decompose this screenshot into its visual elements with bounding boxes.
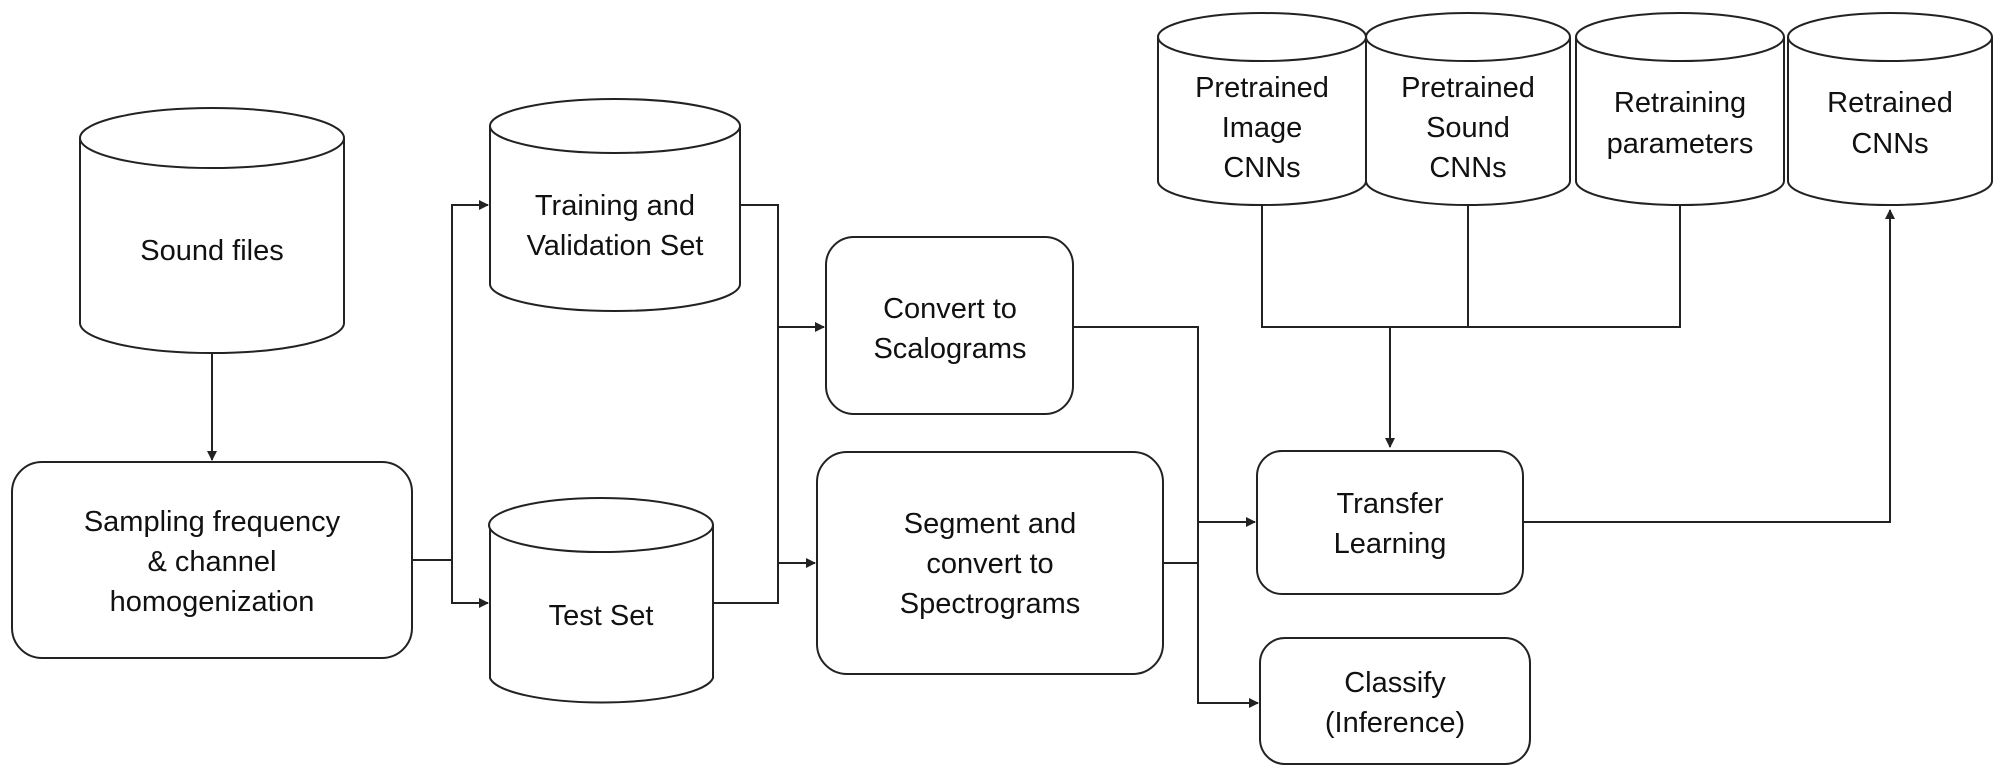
scalograms-label-line-2: Scalograms <box>873 333 1026 365</box>
edge-homogenization-to-test <box>451 560 489 608</box>
spectrograms-label-line-1: Segment and <box>904 508 1077 540</box>
edge-transfer-to-retrained <box>1523 209 1895 523</box>
pretrained-sound-cnns-database: Pretrained Sound CNNs <box>1365 12 1571 206</box>
edge-spectrograms-to-classify <box>1197 563 1259 708</box>
edge-train-val-to-merge <box>740 204 779 563</box>
pretrained-image-label-line-1: Pretrained <box>1195 72 1329 104</box>
homogenization-label-line-3: homogenization <box>110 586 315 618</box>
homogenization-step: Sampling frequency & channel homogenizat… <box>11 461 413 659</box>
train-val-set-database: Training and Validation Set <box>489 98 741 312</box>
edge-pretrained-image-to-bus <box>1261 205 1681 328</box>
train-val-set-label-line-2: Validation Set <box>527 230 704 262</box>
pretrained-sound-label-line-2: Sound <box>1426 112 1510 144</box>
spectrograms-label-line-3: Spectrograms <box>900 588 1081 620</box>
scalograms-label-line-1: Convert to <box>883 293 1017 325</box>
classify-label-line-2: (Inference) <box>1325 707 1465 739</box>
sound-files-label: Sound files <box>140 235 284 267</box>
pretrained-image-cnns-database: Pretrained Image CNNs <box>1157 12 1367 206</box>
homogenization-label-line-2: & channel <box>148 546 277 578</box>
edge-spectrograms-to-transfer <box>1163 517 1256 564</box>
edge-test-to-merge <box>713 563 779 604</box>
transfer-label-line-1: Transfer <box>1337 488 1444 520</box>
retrained-cnns-database: Retrained CNNs <box>1787 12 1993 206</box>
pretrained-sound-label-line-1: Pretrained <box>1401 72 1535 104</box>
retrained-cnns-label-line-2: CNNs <box>1851 128 1928 160</box>
transfer-learning-step: Transfer Learning <box>1256 450 1524 595</box>
homogenization-label-line-1: Sampling frequency <box>84 506 341 538</box>
scalograms-step: Convert to Scalograms <box>825 236 1074 415</box>
test-set-label: Test Set <box>549 600 654 632</box>
retraining-parameters-database: Retraining parameters <box>1575 12 1785 206</box>
classify-label-line-1: Classify <box>1344 667 1446 699</box>
train-val-set-label-line-1: Training and <box>535 190 695 222</box>
classify-step: Classify (Inference) <box>1259 637 1531 765</box>
pretrained-sound-label-line-3: CNNs <box>1429 152 1506 184</box>
pretrained-image-label-line-2: Image <box>1222 112 1303 144</box>
retrained-cnns-label-line-1: Retrained <box>1827 87 1953 119</box>
connectors <box>207 200 1895 708</box>
pretrained-image-label-line-3: CNNs <box>1223 152 1300 184</box>
edge-homogenization-to-train-val <box>412 200 489 561</box>
spectrograms-step: Segment and convert to Spectrograms <box>816 451 1164 675</box>
retraining-params-label-line-1: Retraining <box>1614 87 1746 119</box>
retraining-params-label-line-2: parameters <box>1607 128 1754 160</box>
spectrograms-label-line-2: convert to <box>926 548 1053 580</box>
transfer-label-line-2: Learning <box>1334 528 1447 560</box>
test-set-database: Test Set <box>488 497 714 704</box>
sound-files-database: Sound files <box>79 107 345 354</box>
edge-scalograms-to-transfer <box>1073 326 1199 522</box>
